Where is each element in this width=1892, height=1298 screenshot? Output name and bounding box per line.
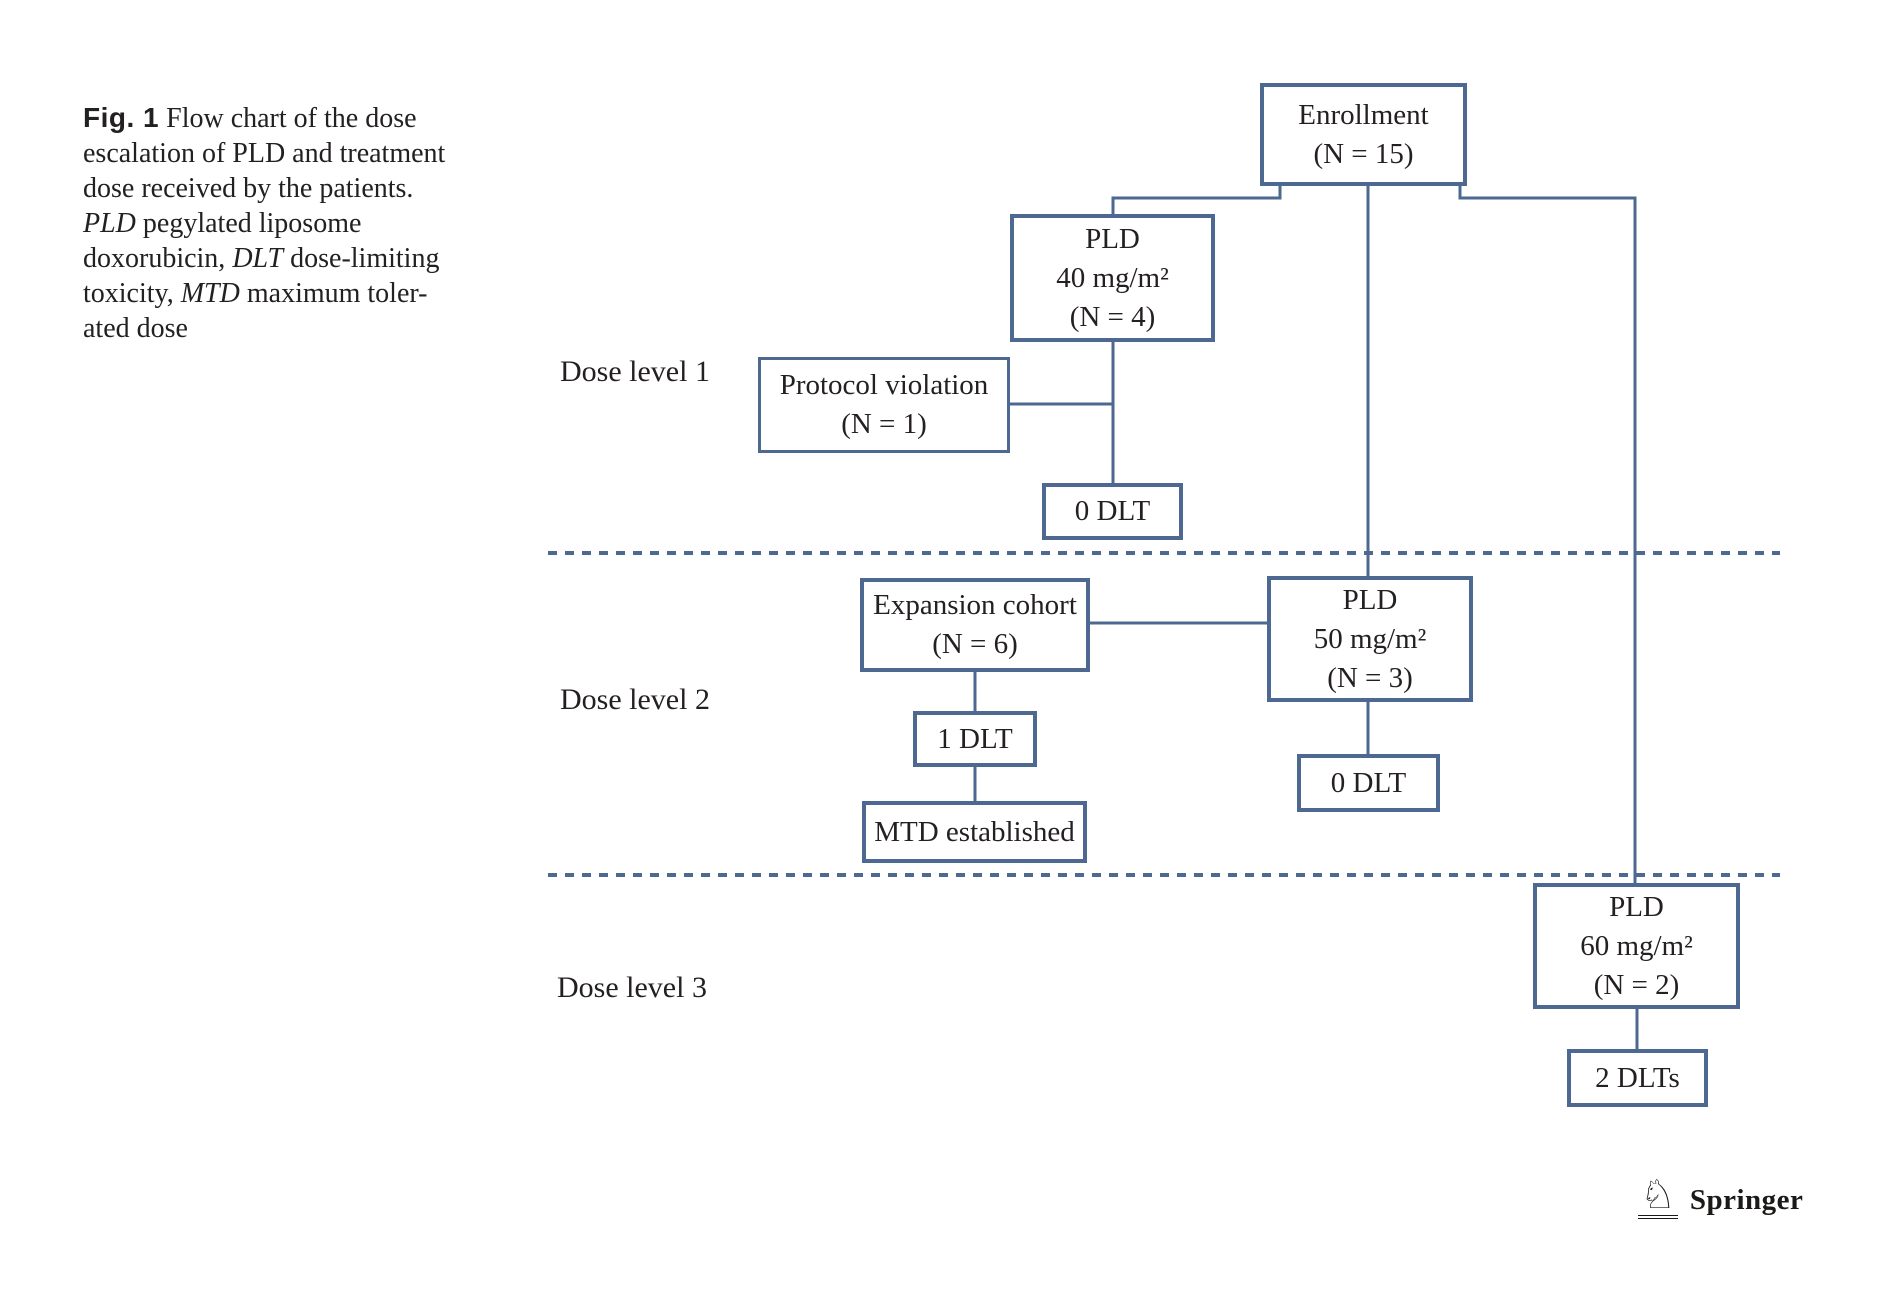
springer-logo-text: Springer <box>1689 1184 1804 1216</box>
dlts-2-box: 2 DLTs <box>1567 1049 1708 1107</box>
pld-40-box: PLD 40 mg/m² (N = 4) <box>1010 214 1215 342</box>
expansion-cohort-line2: (N = 6) <box>932 628 1018 660</box>
pld-50-line1: PLD <box>1342 583 1398 616</box>
pld-40-line1: PLD <box>1085 222 1140 255</box>
pld-50-line2: 50 mg/m² <box>1313 622 1427 655</box>
expansion-cohort-line1: Expansion cohort <box>873 589 1077 621</box>
dlt-level2-text: 0 DLT <box>1330 766 1407 799</box>
caption-text: pegylated liposome doxorubicin, <box>83 208 362 274</box>
caption-term-mtd: MTD <box>180 278 240 309</box>
springer-logo: ♘ Springer <box>1638 1172 1804 1219</box>
dlt-1-box: 1 DLT <box>913 711 1037 767</box>
dose-level-3-label: Dose level 3 <box>557 971 707 1004</box>
dlt-1-text: 1 DLT <box>937 722 1013 755</box>
pld-60-line2: 60 mg/m² <box>1580 929 1693 962</box>
figure-number: Fig. 1 <box>83 102 160 133</box>
dlt-level1-text: 0 DLT <box>1074 495 1151 527</box>
protocol-violation-line1: Protocol violation <box>779 369 989 401</box>
dlt-level1-box: 0 DLT <box>1042 483 1183 540</box>
pld-60-line1: PLD <box>1609 890 1664 923</box>
caption-text: dose-limiting toxicity, <box>83 243 440 309</box>
enrollment-line2: (N = 15) <box>1313 137 1414 170</box>
springer-knight-icon: ♘ <box>1638 1172 1678 1219</box>
protocol-violation-line2: (N = 1) <box>841 408 927 440</box>
protocol-violation-box: Protocol violation (N = 1) <box>758 357 1010 453</box>
dlts-2-text: 2 DLTs <box>1595 1061 1680 1094</box>
pld-50-box: PLD 50 mg/m² (N = 3) <box>1267 576 1473 702</box>
expansion-cohort-box: Expansion cohort (N = 6) <box>860 578 1090 672</box>
pld-60-box: PLD 60 mg/m² (N = 2) <box>1533 883 1740 1009</box>
caption-text: Flow chart of the dose escalation of PLD… <box>83 103 446 204</box>
pld-60-line3: (N = 2) <box>1593 968 1680 1001</box>
mtd-established-box: MTD established <box>862 801 1087 863</box>
caption-term-pld: PLD <box>83 208 136 239</box>
dlt-level2-box: 0 DLT <box>1297 754 1440 812</box>
pld-40-line2: 40 mg/m² <box>1056 261 1169 294</box>
figure-caption: Fig. 1 Flow chart of the dose escalation… <box>83 100 483 346</box>
enrollment-box: Enrollment (N = 15) <box>1260 83 1467 186</box>
caption-text: maximum toler- ated dose <box>83 278 428 344</box>
enrollment-line1: Enrollment <box>1298 98 1429 131</box>
pld-40-line3: (N = 4) <box>1069 300 1156 333</box>
dose-level-2-label: Dose level 2 <box>560 683 710 716</box>
caption-term-dlt: DLT <box>232 243 284 274</box>
pld-50-line3: (N = 3) <box>1327 661 1413 694</box>
dose-level-1-label: Dose level 1 <box>560 355 710 388</box>
mtd-established-text: MTD established <box>874 815 1075 848</box>
